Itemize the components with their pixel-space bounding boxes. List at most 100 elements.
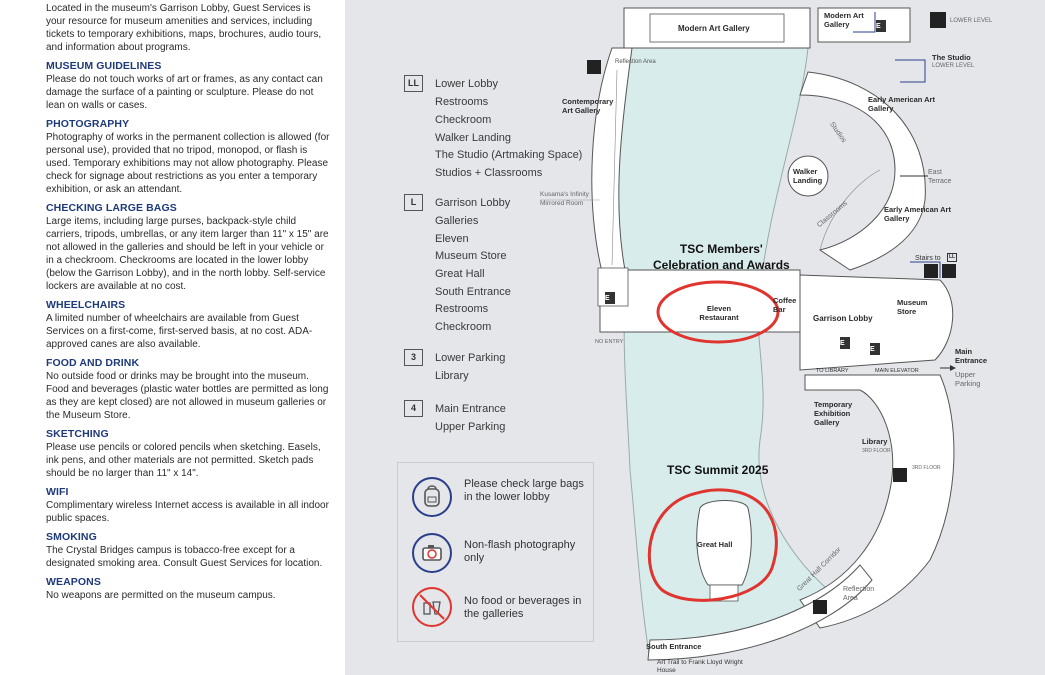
label-third-floor: 3RD FLOOR (912, 465, 941, 471)
legend-item: Studios + Classrooms (435, 167, 543, 179)
legend-item: Restrooms (435, 96, 489, 108)
floor-legend: LL Lower Lobby Restrooms Checkroom Walke… (404, 72, 594, 442)
section-heading: CHECKING LARGE BAGS (46, 202, 177, 214)
label-modern-art-gallery: Modern Art Gallery (678, 24, 750, 33)
section-heading: WHEELCHAIRS (46, 299, 126, 311)
legend-item: Main Entrance (435, 403, 506, 415)
label-third-floor: 3RD FLOOR (862, 448, 891, 454)
early-american-building (799, 71, 926, 271)
no-food-icon (412, 587, 452, 627)
label-contemporary-gallery: Contemporary Art Gallery (562, 97, 614, 115)
bridge-building (599, 269, 801, 333)
label-the-studio: The Studio (932, 53, 971, 62)
legend-key: LL (404, 75, 423, 92)
section-body: Please do not touch works of art or fram… (46, 74, 323, 111)
section-body: The Crystal Bridges campus is tobacco-fr… (46, 545, 323, 569)
section-heading: WIFI (46, 486, 69, 498)
intro-text: Located in the museum's Garrison Lobby, … (46, 3, 322, 53)
backpack-icon (412, 477, 452, 517)
restroom-icon (893, 468, 907, 482)
label-east-terrace: East Terrace (928, 169, 952, 185)
section-heading: SMOKING (46, 531, 97, 543)
label-reflection-area-2: Reflection Area (843, 586, 875, 602)
legend-key: 4 (404, 400, 423, 417)
legend-item: Walker Landing (435, 132, 512, 144)
elevator-icon (876, 20, 886, 32)
checkroom-icon (942, 264, 956, 278)
elevator-icon (870, 343, 880, 355)
legend-key: 3 (404, 349, 423, 366)
label-coffee-bar: Coffee Bar (773, 296, 797, 314)
label-no-entry: NO ENTRY (595, 339, 624, 345)
label-stairs-to: Stairs to (915, 255, 941, 262)
label-temporary-exhibition: Temporary Exhibition Gallery (814, 400, 853, 427)
label-kusama-room: Kusama's Infinity Mirrored Room (540, 191, 589, 207)
label-lower-level: LOWER LEVEL (932, 63, 975, 69)
restroom-icon (924, 264, 938, 278)
legend-item: Lower Lobby (435, 78, 498, 90)
label-upper-parking: Upper Parking (955, 370, 981, 388)
section-heading: FOOD AND DRINK (46, 357, 140, 369)
visitor-notes-box: Please check large bags in the lower lob… (397, 462, 594, 642)
label-museum-store: Museum Store (897, 298, 928, 316)
walker-landing-building (787, 155, 829, 197)
section-body: No weapons are permitted on the museum c… (46, 590, 276, 601)
section-body: Please use pencils or colored pencils wh… (46, 442, 321, 479)
label-garrison-lobby: Garrison Lobby (813, 314, 873, 323)
restroom-icon (587, 60, 601, 74)
label-south-entrance: South Entrance (646, 642, 702, 651)
section-body: Photography of works in the permanent co… (46, 132, 330, 195)
label-walker-landing: Walker Landing (793, 167, 823, 185)
restroom-icon (813, 600, 827, 614)
legend-item: South Entrance (435, 286, 511, 298)
section-heading: MUSEUM GUIDELINES (46, 60, 162, 72)
restroom-icon (930, 12, 946, 28)
celebration-highlight (656, 280, 780, 344)
elevator-icon (605, 292, 615, 304)
section-body: No outside food or drinks may be brought… (46, 371, 329, 421)
legend-item: Galleries (435, 215, 479, 227)
legend-item: Lower Parking (435, 352, 506, 364)
section-heading: SKETCHING (46, 428, 109, 440)
label-modern-art-corner: Modern Art Gallery (824, 11, 864, 29)
corner-gallery-building (817, 7, 911, 43)
legend-item: Checkroom (435, 321, 492, 333)
label-early-american-gallery: Early American Art Gallery (868, 95, 935, 113)
note-photography: Non-flash photography only (464, 539, 576, 564)
elevator-icon (840, 337, 850, 349)
legend-item: Checkroom (435, 114, 492, 126)
annotation-celebration: TSC Members'Celebration and Awards (653, 242, 790, 272)
legend-item: Garrison Lobby (435, 197, 511, 209)
label-main-entrance: Main Entrance (955, 347, 988, 365)
note-bags: Please check large bags in the lower lob… (464, 478, 584, 503)
section-body: Complimentary wireless Internet access i… (46, 500, 329, 524)
section-heading: PHOTOGRAPHY (46, 118, 130, 130)
note-food: No food or beverages in the galleries (464, 595, 582, 620)
elevator-icon: E (605, 295, 610, 302)
legend-item: Eleven (435, 233, 469, 245)
section-body: Large items, including large purses, bac… (46, 216, 329, 292)
legend-item: The Studio (Artmaking Space) (435, 149, 583, 161)
legend-item: Restrooms (435, 303, 489, 315)
label-library: Library (862, 437, 888, 446)
elevator-icon: E (870, 346, 875, 353)
label-reflection-area: Reflection Area (615, 59, 656, 65)
label-art-trail: Art Trail to Frank Lloyd Wright House (657, 659, 743, 674)
guest-info-panel: Located in the museum's Garrison Lobby, … (0, 0, 345, 675)
great-hall-corridor (647, 564, 873, 661)
label-great-hall: Great Hall (697, 540, 733, 549)
legend-item: Library (435, 370, 469, 382)
annotation-summit: TSC Summit 2025 (667, 463, 769, 477)
legend-item: Museum Store (435, 250, 507, 262)
temporary-exhibition-building (799, 374, 955, 629)
label-main-elevator: MAIN ELEVATOR (875, 368, 919, 374)
section-body: A limited number of wheelchairs are avai… (46, 313, 313, 350)
legend-key: L (404, 194, 423, 211)
label-stairs-key: LL (947, 253, 958, 262)
section-heading: WEAPONS (46, 576, 101, 588)
legend-item: Great Hall (435, 268, 485, 280)
label-eleven-restaurant: Eleven Restaurant (699, 304, 739, 322)
elevator-icon: E (876, 23, 881, 30)
guest-info-text: Located in the museum's Garrison Lobby, … (46, 2, 331, 602)
